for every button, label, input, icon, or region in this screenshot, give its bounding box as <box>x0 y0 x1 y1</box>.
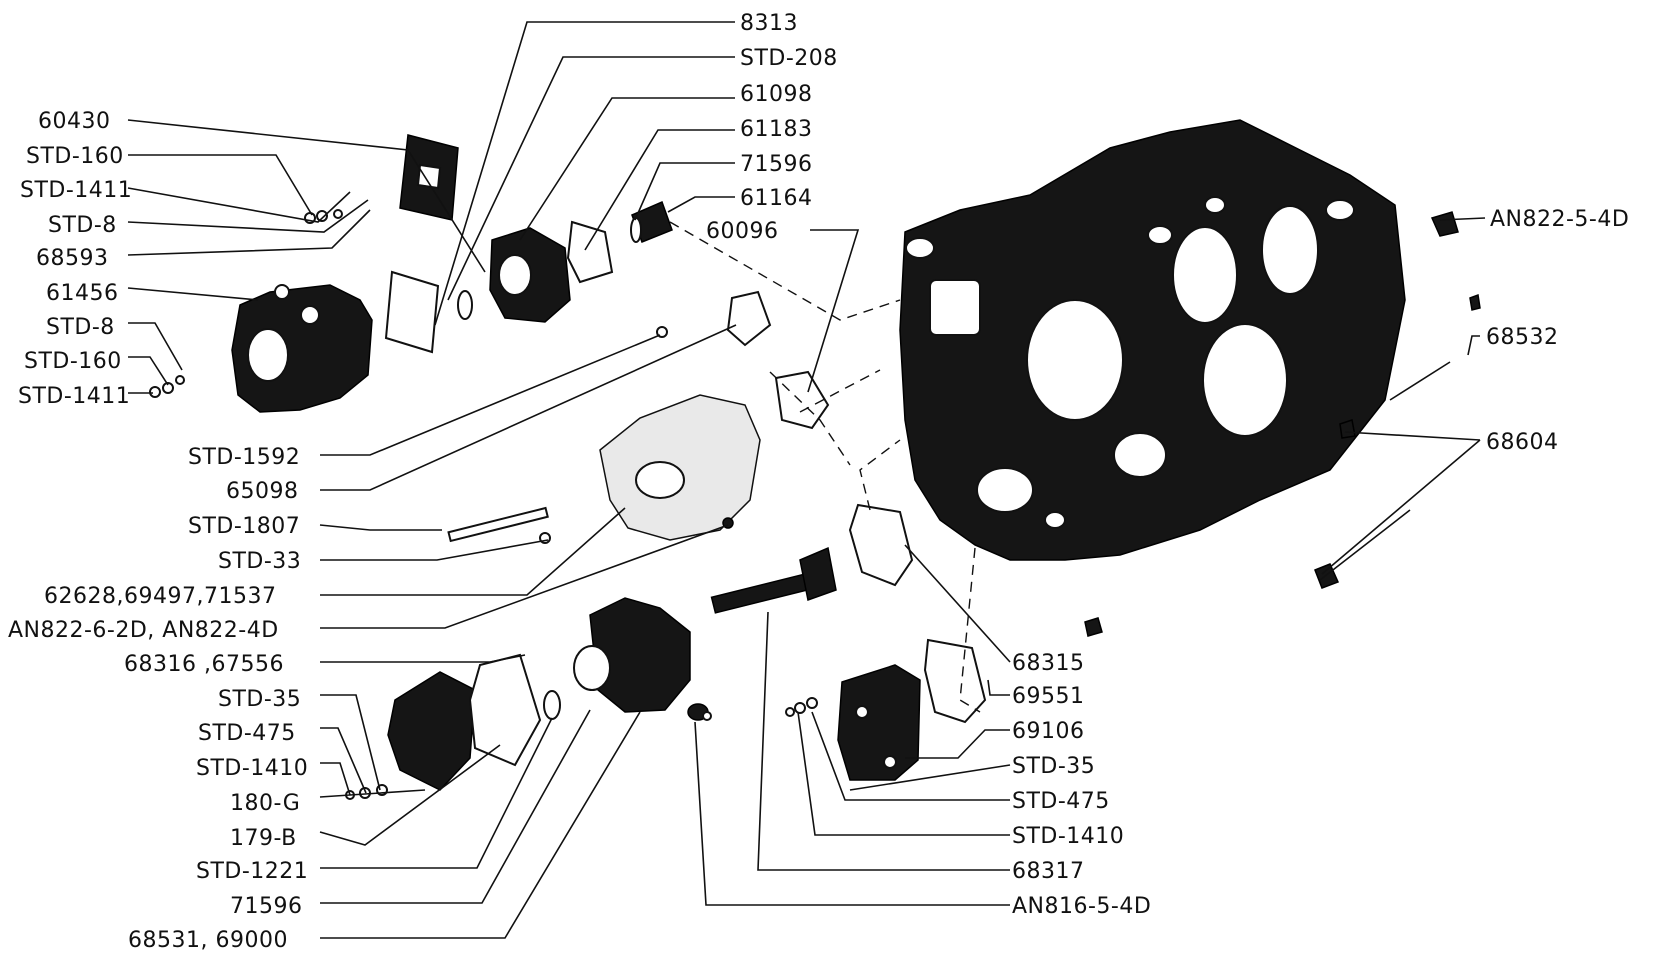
ring-std1221 <box>543 690 561 720</box>
label-62628-69497-71537: 62628,69497,71537 <box>44 584 276 609</box>
label-std-35-left: STD-35 <box>218 687 301 712</box>
label-8313: 8313 <box>740 11 798 36</box>
label-68593: 68593 <box>36 246 109 271</box>
pump-body-upper <box>231 284 373 413</box>
cover-std1592 <box>726 290 772 347</box>
sleeve-71596 <box>630 200 673 243</box>
gasket-69551 <box>923 638 987 724</box>
label-std-1592: STD-1592 <box>188 445 300 470</box>
label-std-475-left: STD-475 <box>198 721 296 746</box>
label-an822-6-2d-an822-4d: AN822-6-2D, AN822-4D <box>8 618 279 643</box>
label-std-1807: STD-1807 <box>188 514 300 539</box>
adapter-61098 <box>489 227 571 323</box>
label-an816-5-4d: AN816-5-4D <box>1012 894 1151 919</box>
gasket-60430 <box>399 134 459 221</box>
label-68531-69000: 68531, 69000 <box>128 928 288 953</box>
label-std-1411-mid: STD-1411 <box>18 384 130 409</box>
gasket-179b <box>468 653 542 767</box>
label-61456: 61456 <box>46 281 119 306</box>
label-std-33: STD-33 <box>218 549 301 574</box>
label-68532: 68532 <box>1486 325 1559 350</box>
label-std-160-top: STD-160 <box>26 144 124 169</box>
label-60430: 60430 <box>38 109 111 134</box>
gasket-61183 <box>566 220 614 284</box>
gasket-68315 <box>848 503 914 587</box>
gasket-std208 <box>384 270 440 354</box>
label-std-1410-left: STD-1410 <box>196 756 308 781</box>
label-61183: 61183 <box>740 117 813 142</box>
label-68316-67556: 68316 ,67556 <box>124 652 284 677</box>
engine-block <box>899 119 1406 561</box>
label-180-g: 180-G <box>230 791 300 816</box>
label-std-8-mid: STD-8 <box>46 315 115 340</box>
label-std-208: STD-208 <box>740 46 838 71</box>
assembly-dashed-lines <box>669 221 981 713</box>
label-std-1410-right: STD-1410 <box>1012 824 1124 849</box>
label-an822-5-4d: AN822-5-4D <box>1490 207 1629 232</box>
gear-shaft-68317 <box>710 546 837 614</box>
ring-8313 <box>457 290 473 320</box>
label-71596-bottom: 71596 <box>230 894 303 919</box>
label-std-8-top: STD-8 <box>48 213 117 238</box>
label-179-b: 179-B <box>230 826 297 851</box>
label-68317: 68317 <box>1012 859 1085 884</box>
label-std-35-right: STD-35 <box>1012 754 1095 779</box>
label-std-1221: STD-1221 <box>196 859 308 884</box>
part-labels: 8313 STD-208 61098 61183 71596 61164 600… <box>8 11 1629 953</box>
label-61164: 61164 <box>740 186 813 211</box>
fitting-an816 <box>687 703 712 721</box>
label-69551: 69551 <box>1012 684 1085 709</box>
label-69106: 69106 <box>1012 719 1085 744</box>
label-std-160-mid: STD-160 <box>24 349 122 374</box>
housing-65098 <box>599 394 761 541</box>
leader-lines <box>127 21 1486 939</box>
cover-180g <box>387 671 476 791</box>
label-std-1411-top: STD-1411 <box>20 178 132 203</box>
pump-body-lower <box>573 597 691 713</box>
label-61098: 61098 <box>740 82 813 107</box>
label-60096: 60096 <box>706 219 779 244</box>
cover-69106 <box>837 664 921 781</box>
label-71596-top: 71596 <box>740 152 813 177</box>
label-std-475-right: STD-475 <box>1012 789 1110 814</box>
label-65098: 65098 <box>226 479 299 504</box>
pin-std1807 <box>447 506 549 543</box>
label-68604: 68604 <box>1486 430 1559 455</box>
label-68315: 68315 <box>1012 651 1085 676</box>
gasket-60096 <box>774 370 830 430</box>
